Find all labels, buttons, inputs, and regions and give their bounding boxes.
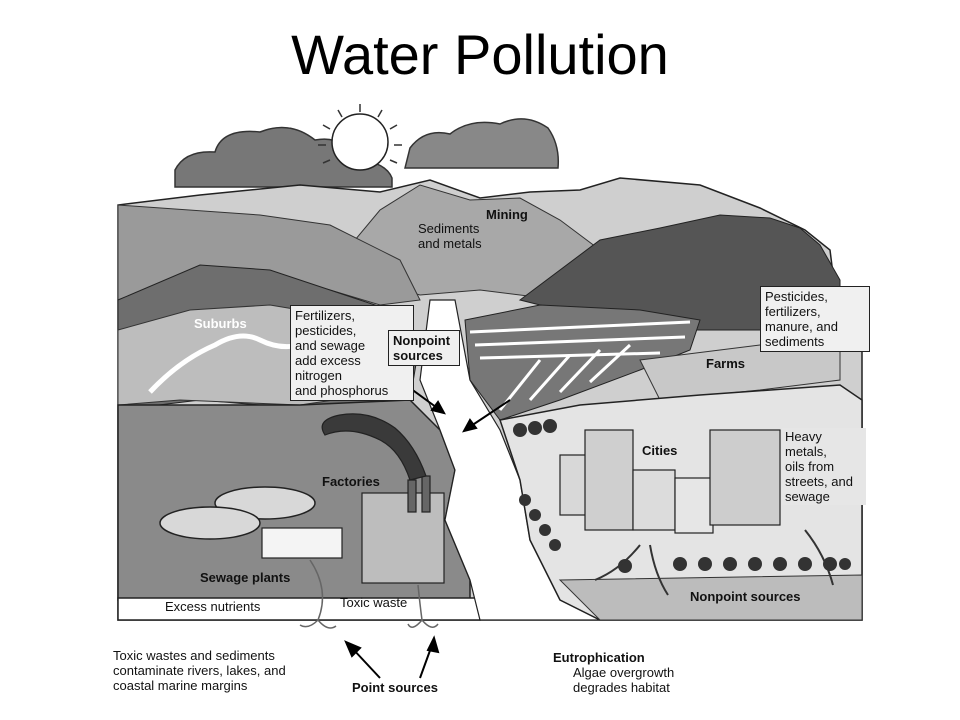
sewage-building [261,527,343,559]
city-line-5: sewage [785,489,830,504]
fertilizer-line-2: pesticides, [295,323,357,338]
city-note: Heavy metals, oils from streets, and sew… [782,428,866,505]
fertilizer-line-6: and phosphorus [295,383,389,398]
nonpoint-top-line-1: Nonpoint [393,333,451,348]
nonpoint-sources-top-box: Nonpoint sources [388,330,460,366]
point-sources-label: Point sources [352,680,438,695]
city-line-4: streets, and [785,474,853,489]
city-line-3: oils from [785,459,835,474]
mining-desc-2: and metals [418,236,482,251]
mining-desc-1: Sediments [418,221,480,236]
suburbs-label: Suburbs [194,316,247,331]
farm-note-box: Pesticides, fertilizers, manure, and sed… [760,286,870,352]
toxic-caption-line-3: coastal marine margins [113,678,248,693]
pointer-arrows [344,371,511,679]
sewage-tanks [159,486,316,540]
nonpoint-top-line-2: sources [393,348,443,363]
runoff-arrows [594,529,834,596]
city-line-2: metals, [785,444,827,459]
suburbs-road [148,333,301,394]
toxic-waste-label: Toxic waste [340,595,408,610]
farm-line-1: Pesticides, [765,289,828,304]
farm-line-2: fertilizers, [765,304,821,319]
toxic-discharge [299,559,439,629]
cities-label: Cities [642,443,678,458]
city-lower-shade [558,574,863,621]
eutrophication-desc-1: Algae overgrowth [573,665,675,680]
sun [318,104,402,171]
eutrophication-desc-2: degrades habitat [573,680,670,695]
nonpoint-sources-bottom-label: Nonpoint sources [690,589,801,604]
mining-label: Mining [486,207,528,222]
factories-label: Factories [322,474,380,489]
toxic-caption-line-1: Toxic wastes and sediments [113,648,275,663]
city-buildings [559,429,781,534]
fertilizer-line-4: add excess [295,353,361,368]
city-line-1: Heavy [785,429,822,444]
farm-line-3: manure, and [765,319,838,334]
fertilizer-line-3: and sewage [295,338,366,353]
fertilizer-line-5: nitrogen [295,368,342,383]
farms-label: Farms [706,356,746,371]
toxic-wastes-caption: Toxic wastes and sediments contaminate r… [113,648,286,693]
tree-row [513,419,851,573]
cloud-right [404,118,560,169]
eutrophication-label: Eutrophication [553,650,645,665]
excess-nutrients-label: Excess nutrients [165,599,261,614]
sewage-plants-label: Sewage plants [200,570,291,585]
toxic-caption-line-2: contaminate rivers, lakes, and [113,663,286,678]
farm-line-4: sediments [765,334,825,349]
page-title: Water Pollution [291,23,669,86]
fertilizer-line-1: Fertilizers, [295,308,355,323]
factory [321,413,445,584]
